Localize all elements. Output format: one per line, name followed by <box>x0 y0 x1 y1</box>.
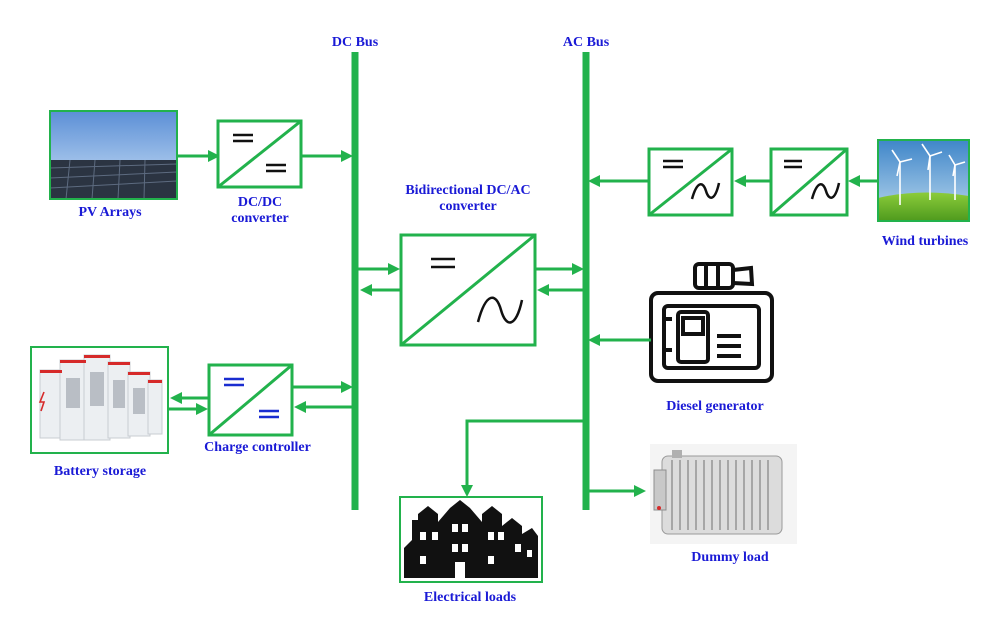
dc-bus-label: DC Bus <box>331 35 379 50</box>
charge-controller-block <box>207 363 294 437</box>
electrical-loads-label: Electrical loads <box>423 590 517 605</box>
dummy-load-label: Dummy load <box>691 550 769 565</box>
diesel-generator-icon <box>649 262 774 383</box>
battery-storage-label: Battery storage <box>53 464 147 479</box>
pv-arrays-label: PV Arrays <box>78 205 142 220</box>
dcdc-converter-block <box>216 119 303 189</box>
bidirectional-converter-block <box>399 233 537 347</box>
dummy-load-image <box>650 444 797 544</box>
charge-controller-label: Charge controller <box>204 440 311 455</box>
bidirectional-converter-label: Bidirectional DC/AC converter <box>405 183 531 214</box>
diesel-generator-label: Diesel generator <box>666 399 764 414</box>
ac-bus-label: AC Bus <box>562 35 610 50</box>
battery-storage-image <box>30 346 169 454</box>
pv-arrays-image <box>49 110 178 200</box>
wind-dc-ac-converter-block <box>647 147 734 217</box>
wind-turbines-image <box>877 139 970 222</box>
wind-turbines-label: Wind turbines <box>881 234 969 249</box>
wind-ac-dc-converter-block <box>769 147 849 217</box>
electrical-loads-image <box>399 496 543 583</box>
dcdc-converter-label: DC/DC converter <box>231 195 289 226</box>
